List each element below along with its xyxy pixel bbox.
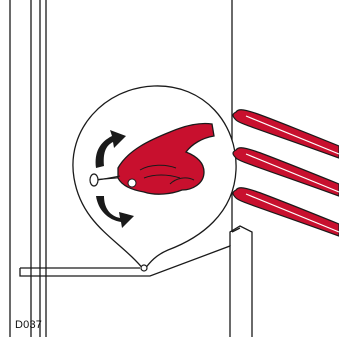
finger-line-1 (139, 164, 177, 171)
finger-line-2 (143, 174, 181, 179)
figure-code: D037 (15, 319, 43, 331)
hand-shape (117, 122, 215, 195)
cabinet-frame (9, 0, 253, 337)
thumb-line (97, 175, 121, 181)
finger-line-3 (169, 177, 195, 185)
rail-3-highlight (245, 193, 339, 233)
lower-panel-side (229, 225, 253, 337)
rail-2-highlight (245, 153, 339, 193)
curved-arrow-up-icon (95, 130, 126, 168)
detail-bubble (72, 85, 237, 272)
rail-1-highlight (245, 115, 339, 155)
lower-panel-edge (19, 245, 231, 337)
panel-corner (231, 227, 241, 233)
fingertip (127, 178, 137, 188)
red-rails (232, 109, 339, 237)
curved-arrow-down-icon (96, 196, 134, 228)
screw-head (89, 173, 99, 187)
hand-icon (97, 122, 215, 195)
screw-point (140, 264, 148, 272)
